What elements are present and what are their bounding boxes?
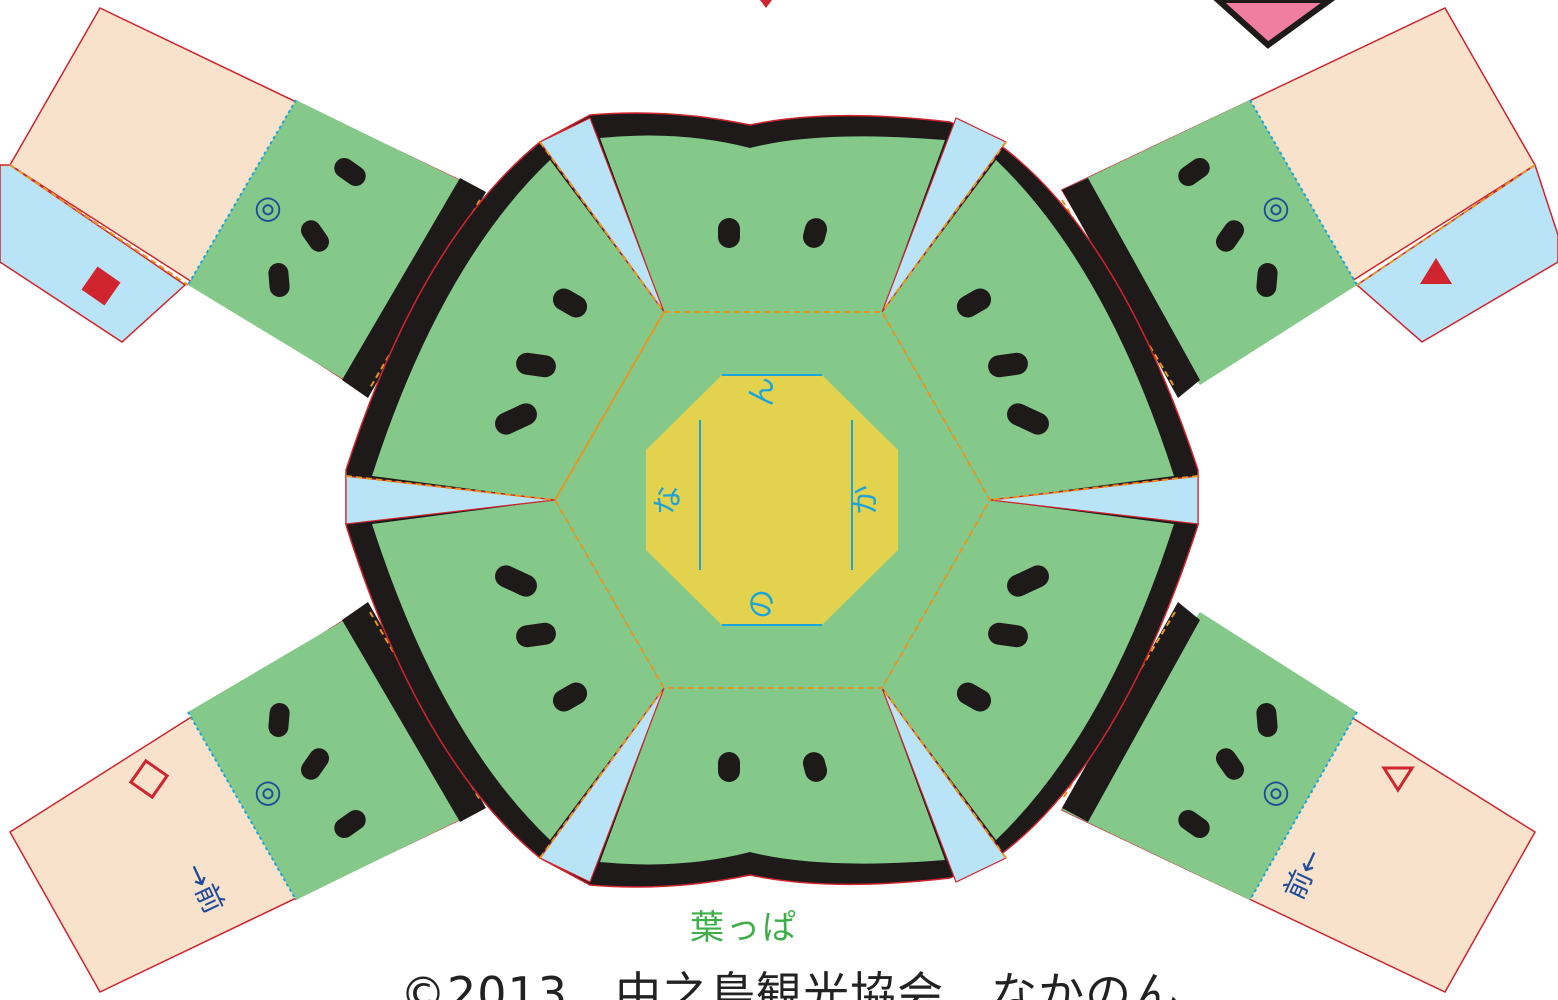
copyright-notice: ©2013 中之島観光協会 なかのん xyxy=(400,967,1180,1000)
double-circle-icon: ◎ xyxy=(254,772,282,810)
open-square-marker xyxy=(128,758,170,800)
center-label-bottom: の xyxy=(745,589,780,619)
leaf-body xyxy=(345,112,1199,888)
center-label-left: な xyxy=(651,485,686,515)
center-label-top: ん xyxy=(745,377,780,407)
double-circle-icon: ◎ xyxy=(254,188,282,226)
center-label-right: か xyxy=(848,485,883,515)
tab-lower-right xyxy=(1060,602,1537,993)
tab-upper-right xyxy=(1060,7,1558,398)
filled-square-marker xyxy=(81,266,121,306)
tab-lower-left xyxy=(8,602,486,993)
double-circle-icon: ◎ xyxy=(1262,188,1290,226)
open-triangle-marker xyxy=(1381,766,1415,793)
pink-piece-edge xyxy=(760,0,1336,49)
tab-upper-left xyxy=(0,7,486,398)
caption-leaf: 葉っぱ xyxy=(690,908,798,948)
filled-triangle-marker xyxy=(1420,258,1452,284)
double-circle-icon: ◎ xyxy=(1262,772,1290,810)
